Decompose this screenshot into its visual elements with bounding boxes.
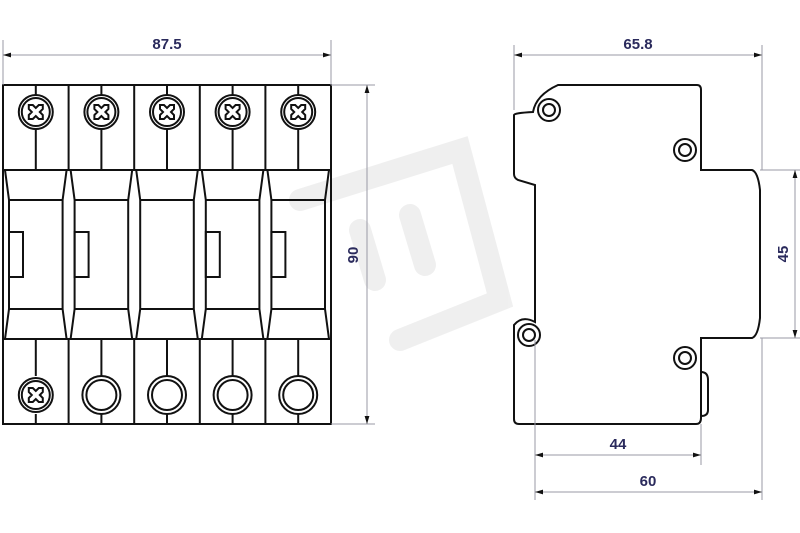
screw-rim [17, 94, 54, 130]
rivet-icon [673, 346, 697, 370]
module-1 [4, 85, 68, 424]
ring-outer [278, 375, 319, 415]
handle-tab [270, 231, 287, 278]
dimension-front-depth: 44 [534, 340, 702, 500]
screw-rim [214, 94, 251, 130]
dimension-rail-height: 45 [760, 169, 800, 339]
front-view [2, 84, 332, 425]
dimension-depth: 60 [535, 338, 763, 500]
ring-inner [282, 379, 315, 411]
ring-inner [216, 379, 249, 411]
ring-outer [81, 375, 122, 415]
screw-head [152, 97, 182, 127]
screw-head [86, 97, 117, 127]
dimension-label-depth-total: 65.8 [623, 36, 652, 53]
ring-inner [151, 379, 183, 411]
screw-head [217, 97, 248, 127]
screw-icon [17, 94, 54, 130]
rivet-icon [673, 138, 697, 162]
screw-rim [280, 94, 317, 130]
screw-slot [27, 387, 44, 403]
screw-slot [224, 104, 241, 120]
module-side-right [127, 169, 134, 340]
screw-icon [17, 377, 54, 413]
screw-slot [159, 104, 175, 120]
module-3 [133, 85, 199, 424]
screw-head [283, 97, 314, 127]
module-side-right [192, 169, 199, 340]
dimension-label-rail-height: 45 [775, 246, 792, 263]
screw-rim [17, 377, 54, 413]
rivet-icon [517, 323, 541, 347]
side-view-outline [513, 84, 761, 425]
dimension-height: 90 [331, 84, 375, 425]
rivet-icon [537, 98, 561, 122]
module-2 [67, 85, 134, 424]
side-latch [700, 371, 709, 417]
screw-icon [83, 94, 120, 130]
screw-rim [83, 94, 120, 130]
module-side-right [61, 169, 68, 340]
dimension-label-depth: 60 [640, 473, 657, 490]
dimension-label-height: 90 [345, 247, 362, 264]
module-side-left [135, 169, 142, 340]
screw-head [20, 97, 51, 127]
terminal-ring-icon [81, 375, 122, 415]
side-view [513, 84, 761, 425]
handle-tab [8, 231, 24, 278]
screw-icon [214, 94, 251, 130]
ring-inner [85, 379, 118, 411]
dimension-depth-total: 65.8 [513, 36, 763, 170]
screw-head [20, 380, 51, 410]
screw-slot [290, 104, 307, 120]
screw-rim [149, 94, 185, 130]
terminal-ring-icon [278, 375, 319, 415]
dimension-width: 87.5 [2, 36, 332, 85]
screw-slot [27, 104, 44, 120]
screw-slot [93, 104, 110, 120]
module-side-right [324, 169, 330, 340]
ring-outer [147, 375, 187, 415]
terminal-ring-icon [147, 375, 187, 415]
module-side-right [258, 169, 265, 340]
module-4 [198, 85, 265, 424]
dimension-label-width: 87.5 [152, 36, 181, 53]
ring-outer [212, 375, 253, 415]
handle-tab [204, 231, 221, 278]
dimension-label-front-depth: 44 [610, 436, 627, 453]
terminal-ring-icon [212, 375, 253, 415]
screw-icon [149, 94, 185, 130]
module-5 [264, 85, 330, 424]
handle-tab [73, 231, 90, 278]
screw-icon [280, 94, 317, 130]
